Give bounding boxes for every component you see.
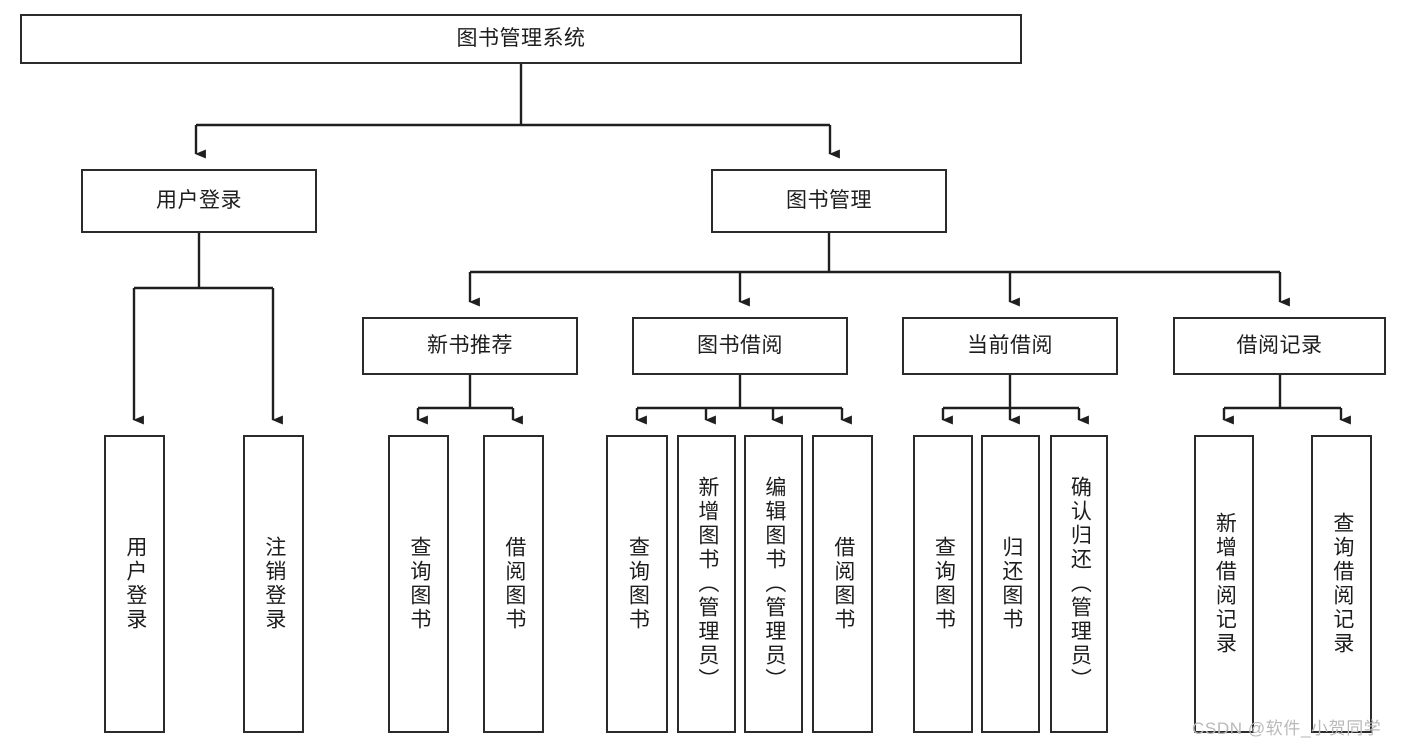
node-leaf-confirm-return[interactable]: 确认归还（管理员） bbox=[1050, 435, 1108, 733]
node-new-book-recommend[interactable]: 新书推荐 bbox=[362, 317, 578, 375]
node-leaf-return-book[interactable]: 归还图书 bbox=[981, 435, 1040, 733]
node-user-login-label: 用户登录 bbox=[156, 188, 242, 212]
node-leaf-borrow-book-2-label: 借阅图书 bbox=[831, 536, 855, 632]
node-leaf-user-login-label: 用户登录 bbox=[123, 536, 147, 632]
node-user-login[interactable]: 用户登录 bbox=[81, 169, 317, 233]
node-root-system-label: 图书管理系统 bbox=[456, 26, 586, 50]
node-borrow-record-label: 借阅记录 bbox=[1236, 333, 1323, 357]
node-leaf-borrow-book-2[interactable]: 借阅图书 bbox=[812, 435, 873, 733]
node-leaf-query-book-3[interactable]: 查询图书 bbox=[913, 435, 973, 733]
node-leaf-add-book-label: 新增图书（管理员） bbox=[695, 476, 719, 692]
node-current-borrow-label: 当前借阅 bbox=[967, 333, 1053, 357]
node-leaf-query-book-2-label: 查询图书 bbox=[626, 536, 650, 632]
node-leaf-user-login[interactable]: 用户登录 bbox=[104, 435, 165, 733]
node-leaf-edit-book-label: 编辑图书（管理员） bbox=[762, 476, 786, 692]
node-leaf-query-book-2[interactable]: 查询图书 bbox=[606, 435, 668, 733]
node-leaf-edit-book[interactable]: 编辑图书（管理员） bbox=[744, 435, 803, 733]
node-leaf-logout[interactable]: 注销登录 bbox=[243, 435, 304, 733]
node-book-manage-label: 图书管理 bbox=[786, 188, 872, 212]
node-leaf-add-book[interactable]: 新增图书（管理员） bbox=[677, 435, 736, 733]
node-borrow-record[interactable]: 借阅记录 bbox=[1173, 317, 1386, 375]
node-leaf-query-book-3-label: 查询图书 bbox=[932, 536, 956, 632]
node-book-manage[interactable]: 图书管理 bbox=[711, 169, 947, 233]
node-new-book-recommend-label: 新书推荐 bbox=[427, 333, 513, 357]
node-leaf-borrow-book-1[interactable]: 借阅图书 bbox=[483, 435, 544, 733]
node-root-system[interactable]: 图书管理系统 bbox=[20, 14, 1022, 64]
node-book-borrow-label: 图书借阅 bbox=[697, 333, 783, 357]
node-current-borrow[interactable]: 当前借阅 bbox=[902, 317, 1118, 375]
node-leaf-return-book-label: 归还图书 bbox=[999, 536, 1023, 632]
node-leaf-query-record-label: 查询借阅记录 bbox=[1330, 512, 1354, 656]
node-leaf-query-record[interactable]: 查询借阅记录 bbox=[1311, 435, 1372, 733]
node-leaf-logout-label: 注销登录 bbox=[262, 536, 286, 632]
node-leaf-query-book-1-label: 查询图书 bbox=[407, 536, 431, 632]
node-leaf-query-book-1[interactable]: 查询图书 bbox=[388, 435, 449, 733]
node-leaf-borrow-book-1-label: 借阅图书 bbox=[502, 536, 526, 632]
node-leaf-add-record[interactable]: 新增借阅记录 bbox=[1194, 435, 1254, 733]
node-book-borrow[interactable]: 图书借阅 bbox=[632, 317, 848, 375]
node-leaf-add-record-label: 新增借阅记录 bbox=[1213, 512, 1237, 656]
node-leaf-confirm-return-label: 确认归还（管理员） bbox=[1068, 476, 1092, 692]
